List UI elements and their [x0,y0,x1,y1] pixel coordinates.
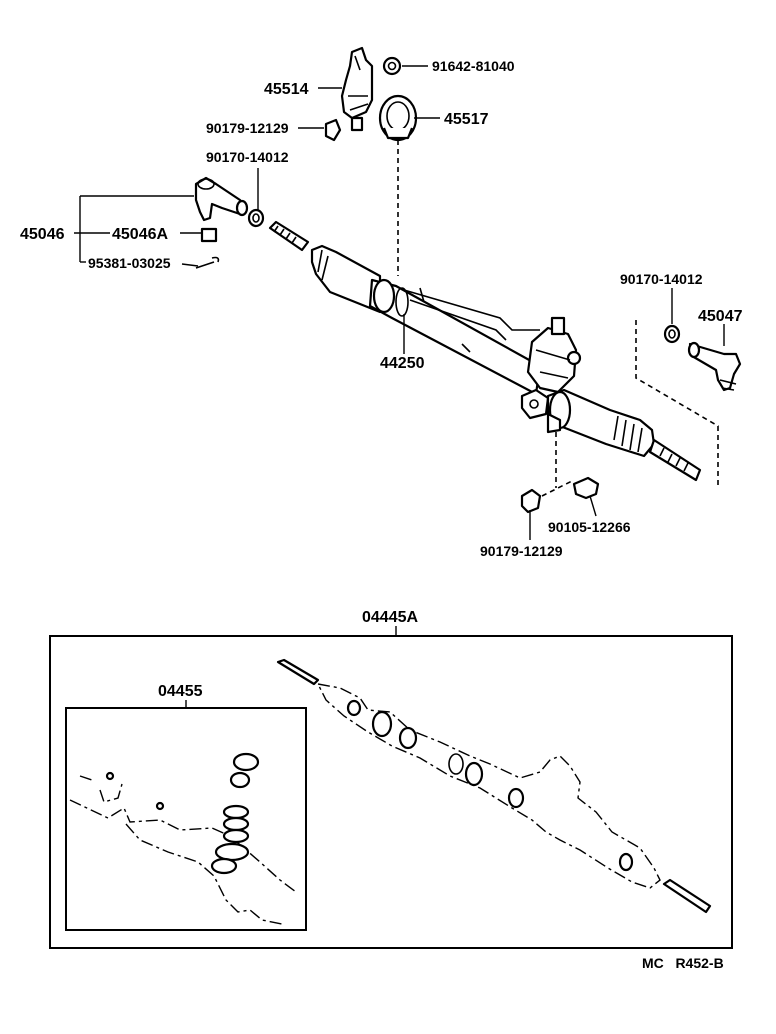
label-90105-12266: 90105-12266 [548,519,631,535]
kit-04455-valve-outline [69,752,297,925]
locknut-90170b-drawing [663,324,681,344]
label-45046A: 45046A [112,226,168,243]
label-95381-03025: 95381-03025 [88,255,171,271]
cotter-pin-95381-drawing [195,256,220,269]
label-04455: 04455 [158,683,203,700]
tie-rod-end-45047-drawing [687,341,742,392]
label-04445A: 04445A [362,609,418,626]
nut-91642-drawing [382,56,402,76]
label-45047: 45047 [698,308,743,325]
locknut-90170a-drawing [247,208,265,228]
nut-45046A-drawing [200,227,218,243]
label-90179-12129-top: 90179-12129 [206,120,289,136]
label-90170-14012-right: 90170-14012 [620,271,703,287]
label-90179-12129-bottom: 90179-12129 [480,543,563,559]
bolt-90179b-drawing [520,488,542,514]
figure-code: MC R452-B [642,955,724,971]
clamp-45514-drawing [340,46,374,132]
rack-housing-44250-drawing [268,220,702,482]
tie-rod-end-45046-drawing [194,176,249,222]
kit-04445A-box [49,635,733,949]
label-45514: 45514 [264,81,309,98]
bolt-90105-drawing [572,476,600,500]
label-90170-14012-left: 90170-14012 [206,149,289,165]
label-45517: 45517 [444,111,489,128]
grommet-45517-drawing [378,94,418,142]
kit-04455-box [65,707,307,931]
bolt-90179a-drawing [324,118,342,142]
label-45046: 45046 [20,226,65,243]
kit-04445A-rack-outline [276,658,712,914]
label-44250: 44250 [380,355,425,372]
label-91642-81040: 91642-81040 [432,58,515,74]
